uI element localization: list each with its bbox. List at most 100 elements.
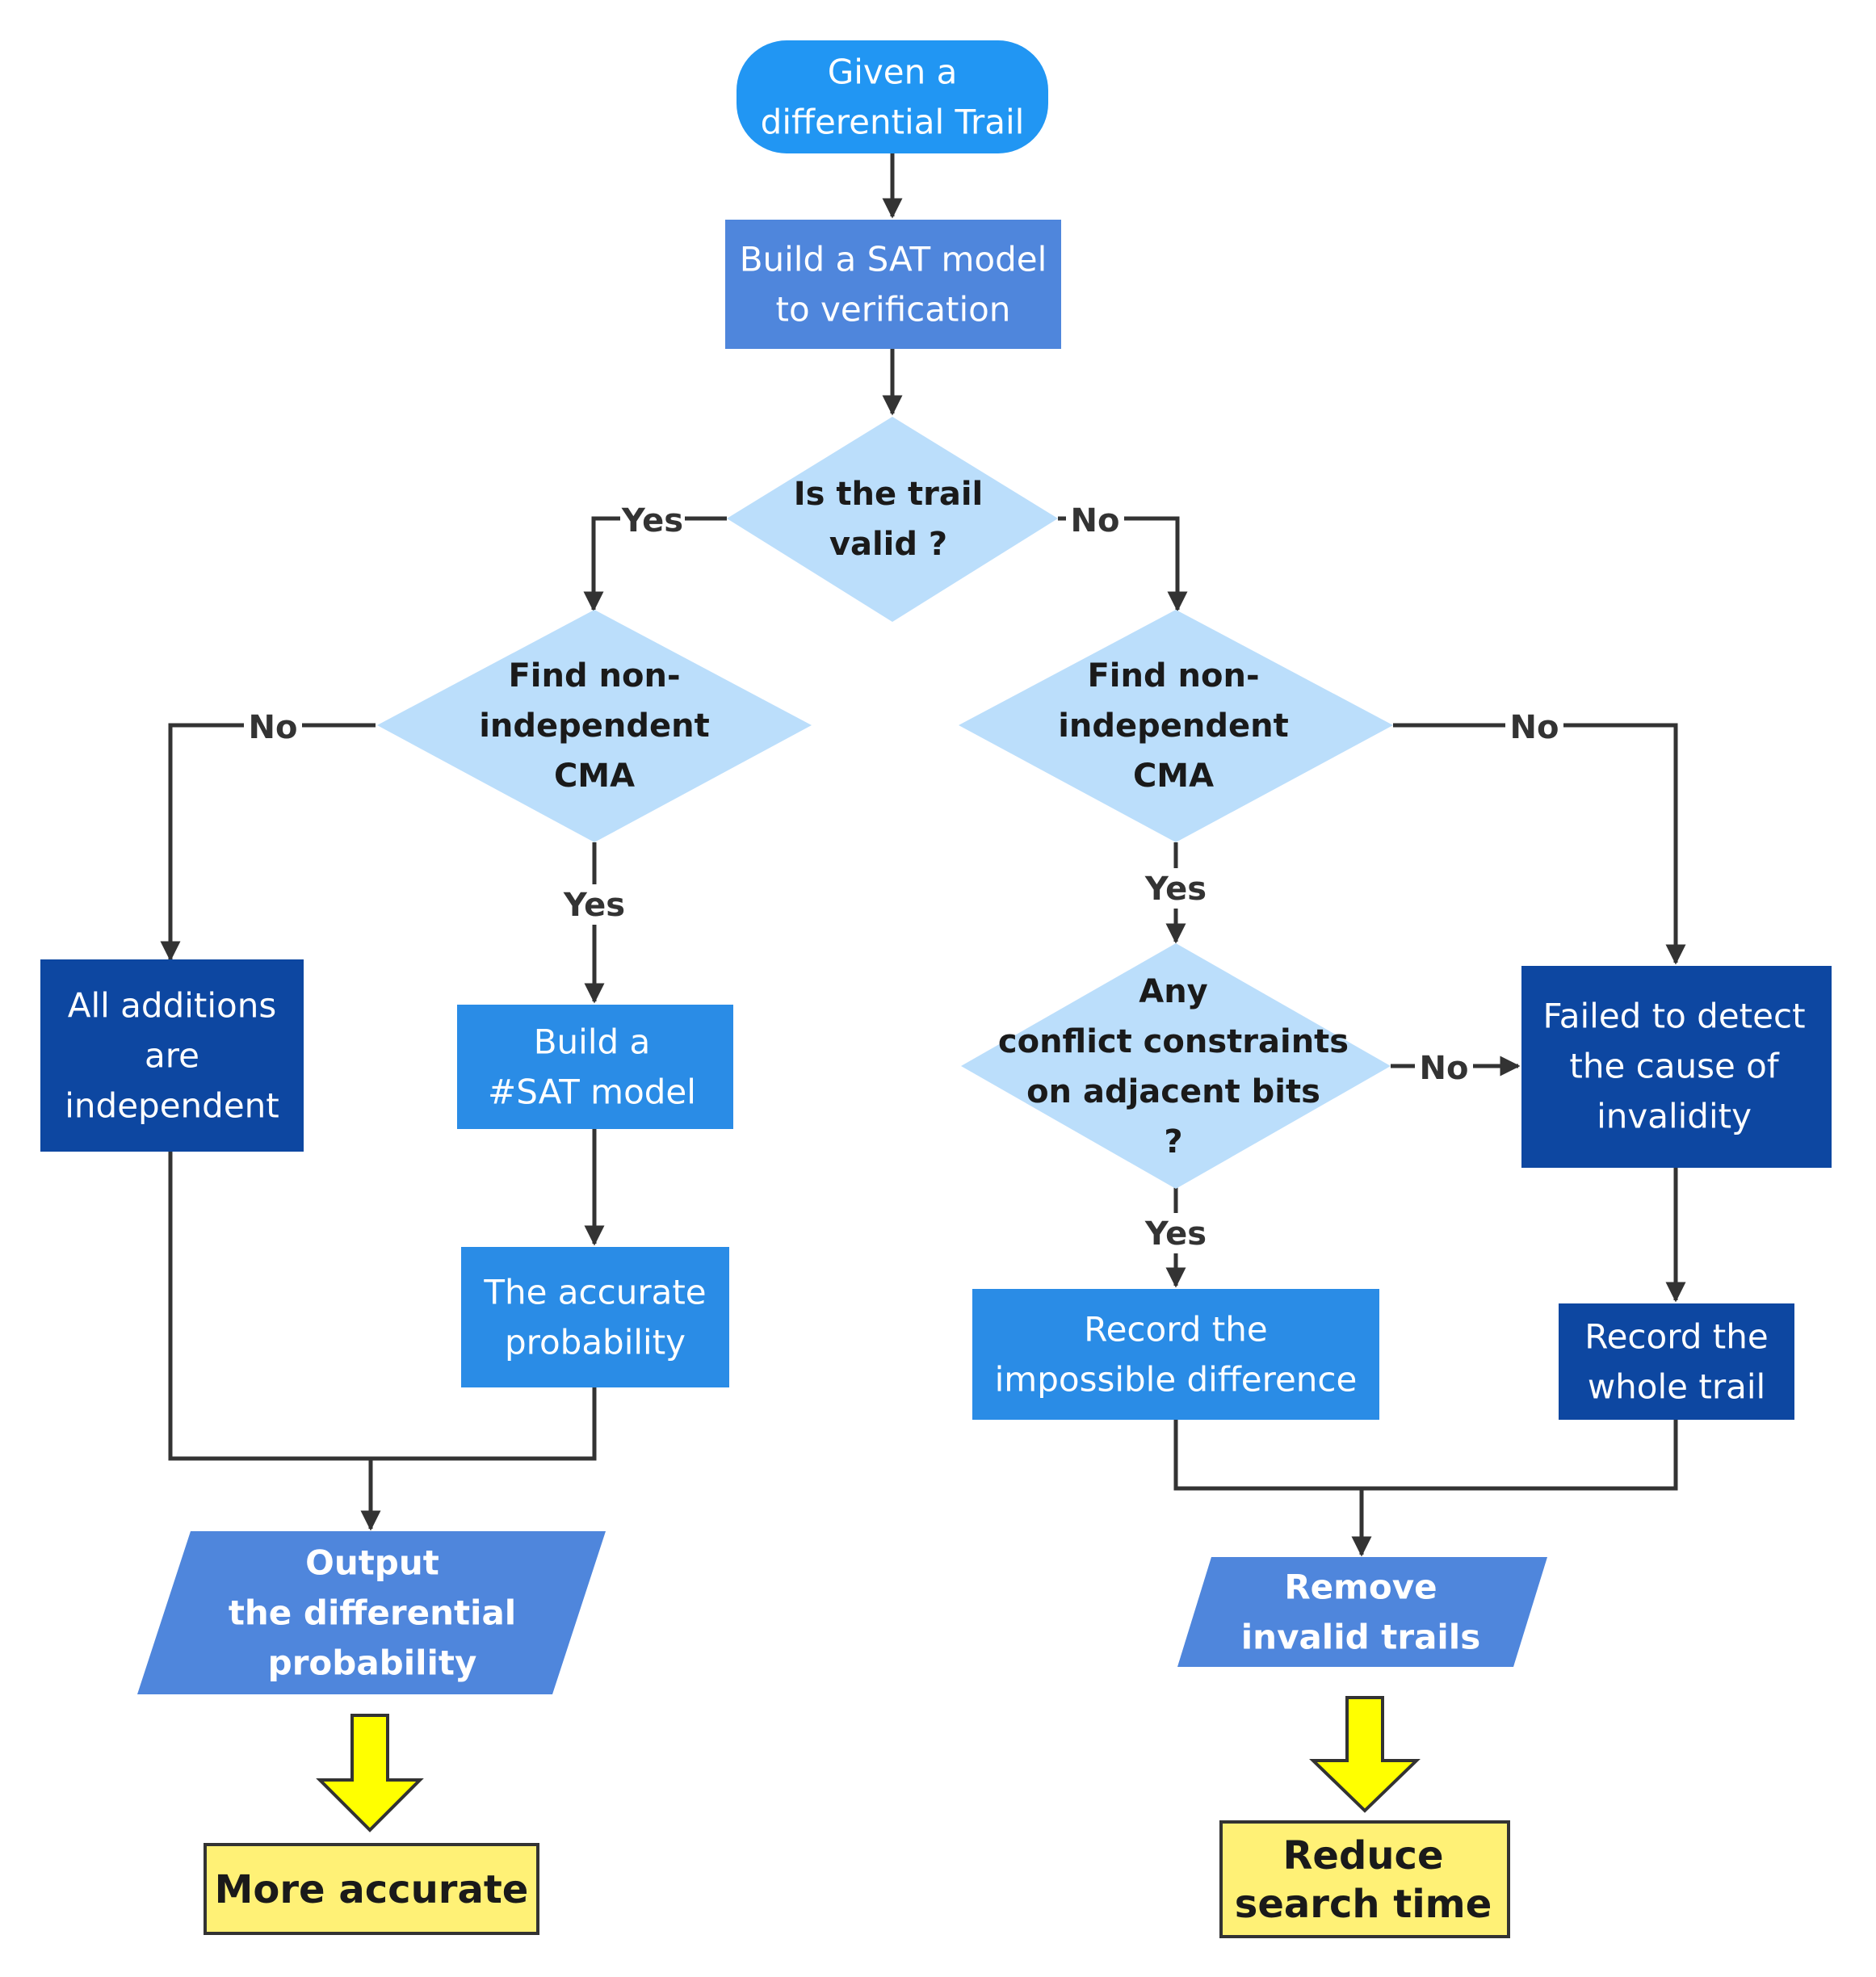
node-start: Given a differential Trail — [737, 40, 1048, 153]
node-text-line: probability — [268, 1643, 477, 1683]
node-accurate-prob: The accurate probability — [461, 1247, 729, 1387]
node-text-line: Any — [1139, 973, 1208, 1010]
node-build-sat: Build a SAT model to verification — [725, 220, 1061, 349]
label-right-cma-yes: Yes — [1144, 871, 1207, 908]
node-any-conflict: Any conflict constraints on adjacent bits? — [961, 943, 1391, 1189]
node-build-sharp-sat: Build a #SAT model — [457, 1005, 733, 1129]
node-any-conflict-shape — [961, 943, 1391, 1189]
node-remove-invalid-shape — [1177, 1557, 1547, 1667]
node-record-impossible-text: Record the impossible difference — [995, 1310, 1358, 1400]
node-text-line: differential Trail — [761, 103, 1025, 142]
node-text-line: The accurate — [483, 1273, 706, 1312]
node-is-valid-shape — [727, 417, 1058, 622]
node-text-line: CMA — [554, 758, 635, 795]
node-build-sharp-sat-shape — [457, 1005, 733, 1129]
node-more-accurate-text: More accurate — [215, 1867, 529, 1912]
node-text-line: Is the trail — [794, 476, 984, 513]
node-text-line: Output — [305, 1543, 439, 1583]
node-text-line: Find non- — [1087, 657, 1259, 695]
node-more-accurate-shape — [204, 1843, 539, 1935]
node-remove-invalid-text: Remove invalid trails — [1241, 1568, 1480, 1657]
edge-left-merge — [168, 1151, 597, 1461]
node-reduce-time-shape — [1219, 1820, 1510, 1938]
node-start-shape — [737, 40, 1048, 153]
label-right-cma-no: No — [1510, 709, 1559, 746]
node-text-line: Failed to detect — [1542, 997, 1805, 1036]
yellow-arrow-right — [1309, 1696, 1421, 1813]
node-text-line: impossible difference — [995, 1360, 1358, 1400]
node-text-line: independent — [1058, 707, 1289, 745]
edge-left-cma-no — [160, 723, 376, 962]
node-text-line: Record the — [1584, 1317, 1768, 1357]
node-text-line: Given a — [828, 52, 958, 92]
node-output-prob-shape — [137, 1531, 606, 1694]
node-find-cma-right-shape — [959, 610, 1393, 842]
connectors — [160, 153, 1686, 1557]
node-text-line: Reduce — [1282, 1833, 1443, 1878]
node-start-text: Given a differential Trail — [761, 52, 1025, 142]
label-left-cma-no: No — [249, 709, 298, 746]
node-find-cma-left-shape — [377, 610, 812, 842]
node-record-whole-shape — [1559, 1303, 1794, 1420]
node-text-line: Build a SAT model — [740, 240, 1047, 279]
node-text-line: #SAT model — [488, 1072, 696, 1112]
edge-right-merge — [1173, 1418, 1678, 1491]
node-is-valid-text: Is the trail valid ? — [794, 476, 984, 563]
node-record-impossible-shape — [972, 1289, 1379, 1420]
node-any-conflict-text: Any conflict constraints on adjacent bits? — [998, 973, 1349, 1161]
node-text-line: on adjacent bits — [1026, 1073, 1320, 1110]
node-text-line: the cause of — [1569, 1047, 1779, 1086]
down-arrow-icon — [316, 1714, 424, 1832]
node-failed-detect-text: Failed to detect the cause of invalidity — [1542, 997, 1805, 1136]
node-text-line: invalid trails — [1241, 1618, 1480, 1657]
node-more-accurate: More accurate — [204, 1843, 539, 1935]
label-conflict-no: No — [1420, 1050, 1469, 1087]
node-text-line: valid ? — [829, 526, 947, 563]
node-text-line: Record the — [1084, 1310, 1267, 1349]
node-text-line: conflict constraints — [998, 1023, 1349, 1060]
label-valid-yes: Yes — [621, 502, 683, 539]
edge-labels: Yes No No Yes No Yes No Yes — [244, 501, 1563, 1253]
node-text-line: More accurate — [215, 1867, 529, 1912]
node-text-line: are — [145, 1036, 199, 1076]
node-text-line: to verification — [776, 290, 1011, 330]
node-remove-invalid: Remove invalid trails — [1177, 1557, 1547, 1667]
node-accurate-prob-text: The accurate probability — [483, 1273, 706, 1362]
node-record-impossible: Record the impossible difference — [972, 1289, 1379, 1420]
down-arrow-icon — [1309, 1696, 1421, 1813]
node-build-sharp-sat-text: Build a #SAT model — [488, 1022, 696, 1112]
label-valid-no: No — [1071, 502, 1120, 539]
node-text-line: CMA — [1133, 758, 1214, 795]
node-is-valid: Is the trail valid ? — [727, 417, 1058, 622]
node-accurate-prob-shape — [461, 1247, 729, 1387]
node-text-line: ? — [1164, 1123, 1182, 1161]
node-text-line: Find non- — [508, 657, 680, 695]
node-failed-detect-shape — [1521, 966, 1832, 1168]
node-text-line: independent — [479, 707, 710, 745]
node-text-line: Build a — [534, 1022, 651, 1062]
node-text-line: Remove — [1284, 1568, 1437, 1607]
label-conflict-yes: Yes — [1144, 1215, 1207, 1253]
label-left-cma-yes: Yes — [563, 887, 625, 924]
node-text-line: invalidity — [1597, 1097, 1752, 1136]
node-all-independent-shape — [40, 959, 304, 1152]
node-failed-detect: Failed to detect the cause of invalidity — [1521, 966, 1832, 1168]
node-text-line: independent — [65, 1086, 279, 1126]
node-text-line: probability — [505, 1323, 686, 1362]
node-text-line: search time — [1235, 1882, 1492, 1927]
node-build-sat-shape — [725, 220, 1061, 349]
edge-right-cma-no — [1393, 723, 1686, 965]
node-build-sat-text: Build a SAT model to verification — [740, 240, 1047, 330]
